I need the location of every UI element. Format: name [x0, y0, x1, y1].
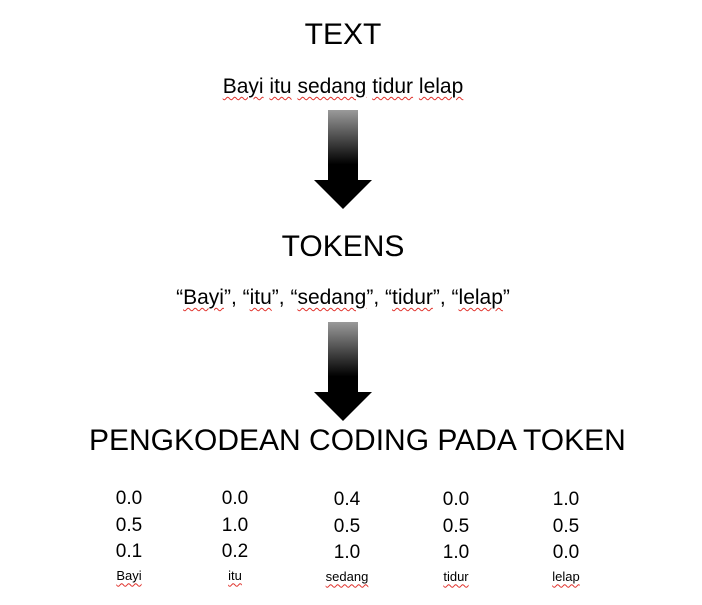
encoding-token-label: tidur [443, 568, 469, 584]
text-heading: TEXT [304, 18, 382, 51]
encoding-value: 0.5 [442, 515, 470, 537]
down-arrow-icon [314, 322, 372, 421]
encoding-column: 0.0 0.5 0.1 Bayi [99, 486, 159, 585]
encoding-token-label: Bayi [116, 567, 142, 583]
sentence: Bayi itu sedang tidur lelap [0, 74, 686, 100]
encoding-column: 0.0 0.5 1.0 tidur [426, 487, 486, 586]
sentence-word: Bayi [222, 75, 264, 98]
encoding-value: 0.5 [115, 514, 143, 536]
sentence-word: itu [269, 75, 292, 98]
token-list: “Bayi”, “itu”, “sedang”, “tidur”, “lelap… [176, 286, 510, 309]
token-item: lelap [458, 286, 503, 309]
encoding-value: 1.0 [552, 489, 580, 510]
encoding-value: 0.0 [442, 489, 470, 510]
encoding-value: 1.0 [333, 542, 361, 563]
encoding-value: 0.0 [115, 488, 143, 509]
encoding-value: 0.0 [552, 542, 580, 563]
sentence-word: lelap [418, 75, 464, 98]
encoding-value: 0.5 [552, 515, 580, 537]
encoding-value: 0.2 [221, 541, 249, 562]
encoding-value: 0.1 [115, 541, 143, 562]
encoding-token-label: lelap [552, 568, 580, 584]
encoding-heading: PENGKODEAN CODING PADA TOKEN [89, 424, 626, 457]
token-item: sedang [297, 286, 367, 309]
token-item: itu [249, 286, 272, 309]
encoding-value: 0.0 [221, 488, 249, 509]
encoding-value: 0.5 [333, 515, 361, 537]
tokens-heading: TOKENS [281, 230, 405, 263]
encoding-value: 1.0 [442, 542, 470, 563]
encoding-column: 1.0 0.5 0.0 lelap [536, 487, 596, 586]
token-item: Bayi [183, 286, 224, 309]
encoding-column: 0.4 0.5 1.0 sedang [317, 487, 377, 586]
encoding-column: 0.0 1.0 0.2 itu [205, 486, 265, 585]
encoding-token-label: sedang [325, 568, 369, 584]
encoding-value: 0.4 [333, 489, 361, 510]
encoding-token-label: itu [228, 567, 242, 583]
sentence-word: tidur [372, 75, 414, 98]
encoding-value: 1.0 [221, 514, 249, 536]
down-arrow-icon [314, 110, 372, 209]
sentence-word: sedang [297, 75, 367, 98]
token-item: tidur [392, 286, 433, 309]
